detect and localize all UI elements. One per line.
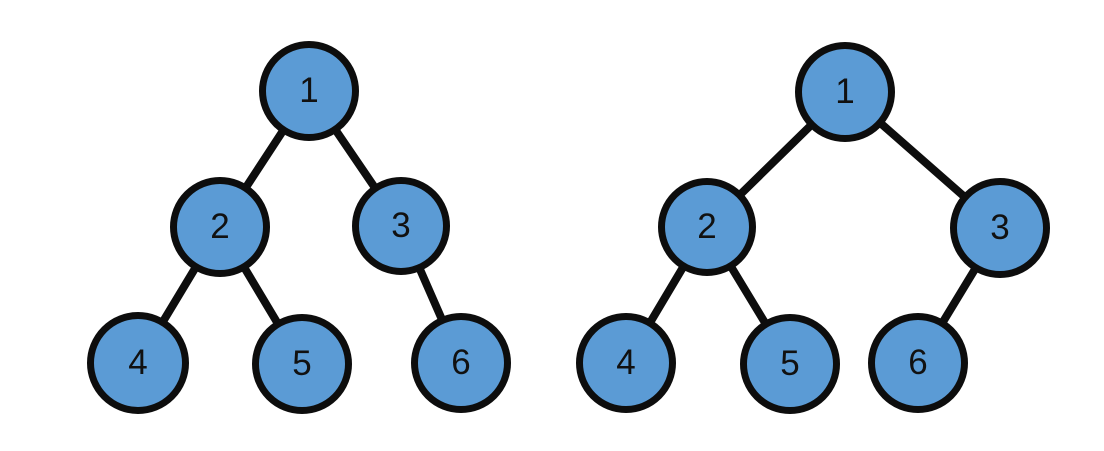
tree-node-label: 6	[908, 342, 928, 382]
tree-node-label: 6	[451, 342, 471, 382]
tree-node-label: 2	[210, 206, 230, 246]
tree-node-label: 5	[780, 343, 800, 383]
tree-node-right-tree-3[interactable]: 3	[950, 178, 1050, 278]
tree-node-left-tree-2[interactable]: 2	[170, 177, 270, 277]
tree-node-left-tree-6[interactable]: 6	[411, 313, 511, 413]
tree-node-right-tree-4[interactable]: 4	[576, 313, 676, 413]
tree-node-label: 5	[292, 343, 312, 383]
tree-node-label: 3	[990, 207, 1010, 247]
tree-node-label: 2	[697, 206, 717, 246]
tree-node-left-tree-4[interactable]: 4	[87, 312, 189, 414]
tree-node-left-tree-5[interactable]: 5	[252, 314, 352, 414]
tree-node-label: 1	[299, 70, 319, 110]
tree-node-right-tree-5[interactable]: 5	[740, 314, 840, 414]
tree-node-right-tree-2[interactable]: 2	[658, 178, 756, 276]
tree-node-label: 3	[391, 205, 411, 245]
tree-node-label: 4	[616, 342, 636, 382]
tree-node-label: 4	[128, 342, 148, 382]
tree-node-left-tree-1[interactable]: 1	[259, 41, 359, 141]
tree-node-label: 1	[835, 71, 855, 111]
tree-node-right-tree-6[interactable]: 6	[868, 313, 968, 413]
tree-node-right-tree-1[interactable]: 1	[795, 42, 895, 142]
tree-node-left-tree-3[interactable]: 3	[352, 177, 450, 275]
